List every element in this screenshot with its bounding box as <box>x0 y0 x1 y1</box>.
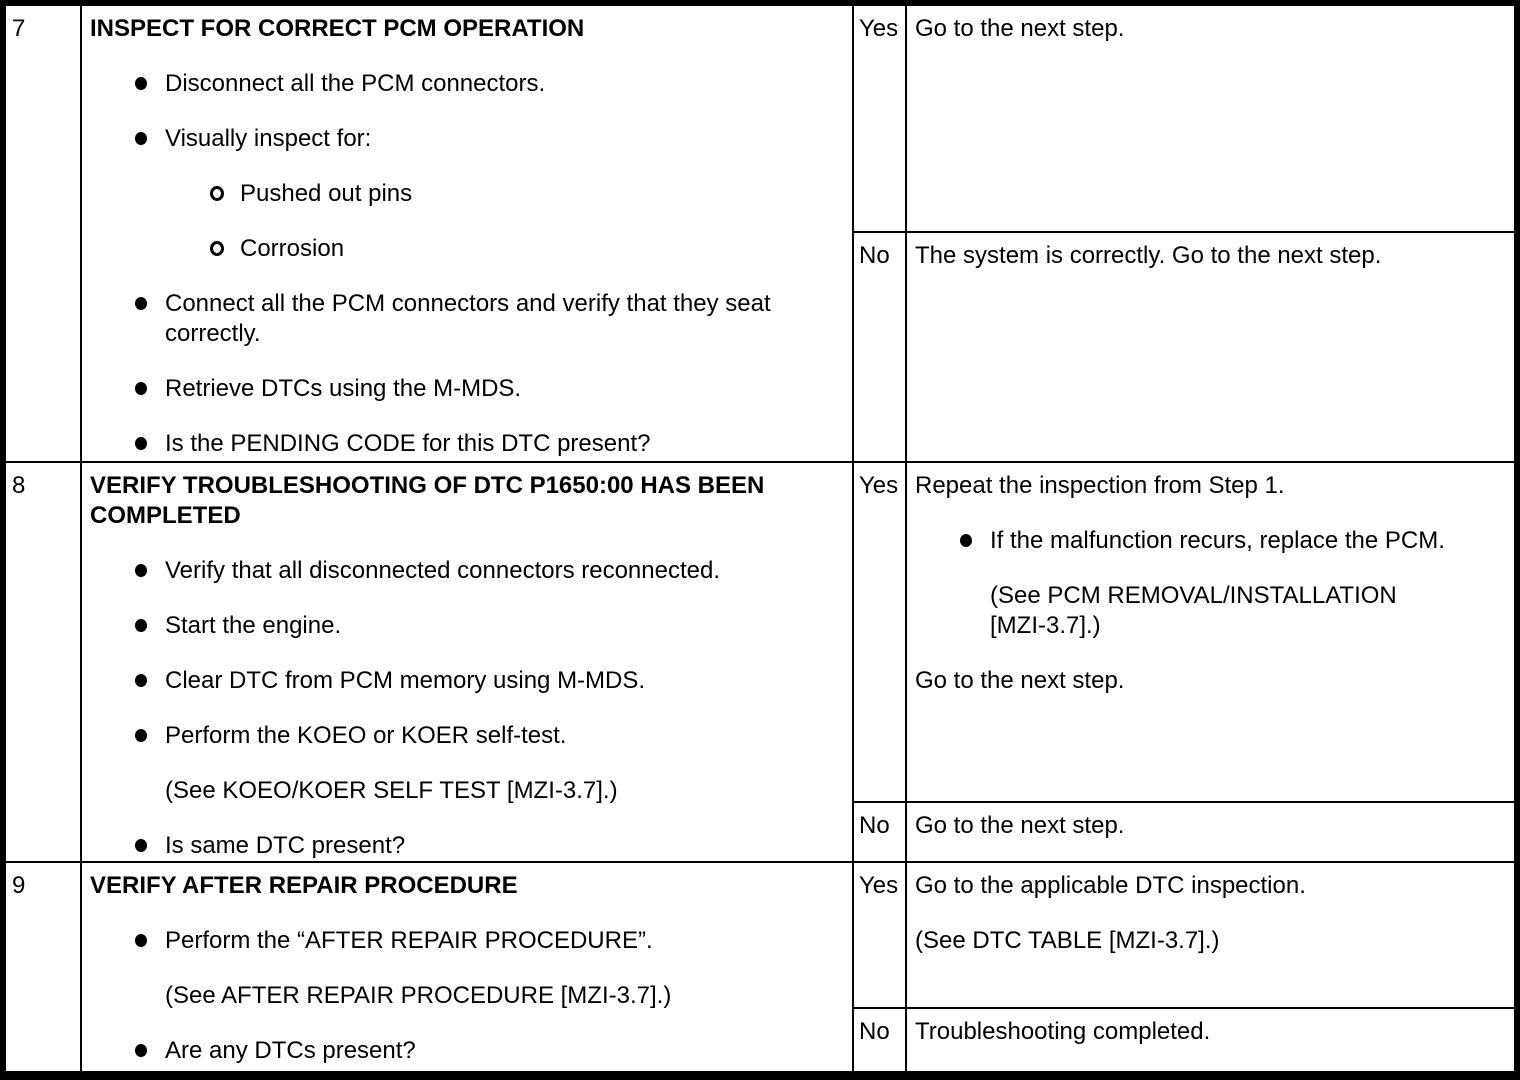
bullet-item: Connect all the PCM connectors and verif… <box>90 289 838 349</box>
bullet-dot-icon <box>135 564 147 577</box>
action-cell: Go to the applicable DTC inspection. (Se… <box>907 863 1514 1007</box>
see-reference-note: (See PCM REMOVAL/INSTALLATION [MZI-3.7].… <box>990 582 1397 639</box>
inspection-cell: INSPECT FOR CORRECT PCM OPERATION Discon… <box>82 6 854 461</box>
bullet-dot-icon <box>135 437 147 450</box>
no-subrow: No Troubleshooting completed. <box>854 1009 1514 1071</box>
actions-column: Yes Repeat the inspection from Step 1. I… <box>854 463 1514 861</box>
bullet-item: Visually inspect for: <box>90 124 838 154</box>
bullet-item: Perform the KOEO or KOER self-test. <box>90 721 838 751</box>
table-row-step-9: 9 VERIFY AFTER REPAIR PROCEDURE Perform … <box>6 863 1514 1071</box>
table-row-step-7: 7 INSPECT FOR CORRECT PCM OPERATION Disc… <box>6 6 1514 463</box>
no-label: No <box>854 233 907 461</box>
step-title: VERIFY TROUBLESHOOTING OF DTC P1650:00 H… <box>90 472 765 529</box>
yes-subrow: Yes Repeat the inspection from Step 1. I… <box>854 463 1514 803</box>
step-title: VERIFY AFTER REPAIR PROCEDURE <box>90 872 518 899</box>
bullet-item: Verify that all disconnected connectors … <box>90 556 838 586</box>
yes-subrow: Yes Go to the applicable DTC inspection.… <box>854 863 1514 1009</box>
bullet-text: Verify that all disconnected connectors … <box>165 557 720 584</box>
bullet-dot-icon <box>135 934 147 947</box>
see-reference-note: (See DTC TABLE [MZI-3.7].) <box>915 927 1220 954</box>
yes-label: Yes <box>854 6 907 231</box>
inspection-cell: VERIFY TROUBLESHOOTING OF DTC P1650:00 H… <box>82 463 854 861</box>
bullet-dot-icon <box>135 132 147 145</box>
bullet-item: If the malfunction recurs, replace the P… <box>915 526 1504 556</box>
step-number: 8 <box>6 463 82 861</box>
action-cell: Go to the next step. <box>907 6 1514 231</box>
bullet-dot-icon <box>960 534 972 547</box>
step-number: 9 <box>6 863 82 1071</box>
yes-label: Yes <box>854 863 907 1007</box>
sub-bullet-text: Pushed out pins <box>240 180 413 207</box>
bullet-item: Are any DTCs present? <box>90 1036 838 1066</box>
no-label: No <box>854 1009 907 1071</box>
actions-column: Yes Go to the applicable DTC inspection.… <box>854 863 1514 1071</box>
bullet-text: Clear DTC from PCM memory using M-MDS. <box>165 667 646 694</box>
bullet-text: Perform the “AFTER REPAIR PROCEDURE”. <box>165 927 653 954</box>
bullet-item: Disconnect all the PCM connectors. <box>90 69 838 99</box>
bullet-dot-icon <box>135 297 147 310</box>
bullet-dot-icon <box>135 729 147 742</box>
bullet-text: Start the engine. <box>165 612 342 639</box>
bullet-text: Are any DTCs present? <box>165 1037 416 1064</box>
action-cell: Repeat the inspection from Step 1. If th… <box>907 463 1514 801</box>
sub-bullet-circle-icon <box>210 186 224 201</box>
bullet-text: Connect all the PCM connectors and verif… <box>165 290 771 347</box>
bullet-dot-icon <box>135 1044 147 1057</box>
bullet-dot-icon <box>135 674 147 687</box>
action-text: Go to the next step. <box>915 15 1125 42</box>
bullet-item: Perform the “AFTER REPAIR PROCEDURE”. <box>90 926 838 956</box>
yes-subrow: Yes Go to the next step. <box>854 6 1514 233</box>
bullet-text: Is same DTC present? <box>165 832 406 859</box>
no-subrow: No Go to the next step. <box>854 803 1514 861</box>
action-cell: Go to the next step. <box>907 803 1514 861</box>
sub-bullet-circle-icon <box>210 241 224 256</box>
action-text: Go to the applicable DTC inspection. <box>915 872 1306 899</box>
bullet-text: Is the PENDING CODE for this DTC present… <box>165 430 651 457</box>
action-text: Repeat the inspection from Step 1. <box>915 472 1285 499</box>
action-text: Troubleshooting completed. <box>915 1018 1211 1045</box>
action-cell: Troubleshooting completed. <box>907 1009 1514 1071</box>
yes-label: Yes <box>854 463 907 801</box>
bullet-item: Start the engine. <box>90 611 838 641</box>
bullet-text: Disconnect all the PCM connectors. <box>165 70 546 97</box>
sub-bullet-item: Pushed out pins <box>90 179 838 209</box>
see-reference-note: (See AFTER REPAIR PROCEDURE [MZI-3.7].) <box>165 982 672 1009</box>
action-cell: The system is correctly. Go to the next … <box>907 233 1514 461</box>
bullet-dot-icon <box>135 839 147 852</box>
sub-bullet-item: Corrosion <box>90 234 838 264</box>
table-row-step-8: 8 VERIFY TROUBLESHOOTING OF DTC P1650:00… <box>6 463 1514 863</box>
action-text: Go to the next step. <box>915 812 1125 839</box>
bullet-dot-icon <box>135 619 147 632</box>
action-text: The system is correctly. Go to the next … <box>915 242 1382 269</box>
bullet-dot-icon <box>135 77 147 90</box>
no-label: No <box>854 803 907 861</box>
bullet-item: Retrieve DTCs using the M-MDS. <box>90 374 838 404</box>
bullet-text: Retrieve DTCs using the M-MDS. <box>165 375 522 402</box>
actions-column: Yes Go to the next step. No The system i… <box>854 6 1514 461</box>
sub-bullet-text: Corrosion <box>240 235 345 262</box>
step-title: INSPECT FOR CORRECT PCM OPERATION <box>90 15 585 42</box>
bullet-dot-icon <box>135 382 147 395</box>
bullet-item: Is same DTC present? <box>90 831 838 861</box>
inspection-cell: VERIFY AFTER REPAIR PROCEDURE Perform th… <box>82 863 854 1071</box>
bullet-text: Perform the KOEO or KOER self-test. <box>165 722 567 749</box>
bullet-text: If the malfunction recurs, replace the P… <box>990 527 1445 554</box>
no-subrow: No The system is correctly. Go to the ne… <box>854 233 1514 461</box>
bullet-item: Clear DTC from PCM memory using M-MDS. <box>90 666 838 696</box>
action-text: Go to the next step. <box>915 667 1125 694</box>
bullet-item: Is the PENDING CODE for this DTC present… <box>90 429 838 459</box>
step-number: 7 <box>6 6 82 461</box>
see-reference-note: (See KOEO/KOER SELF TEST [MZI-3.7].) <box>165 777 618 804</box>
bullet-text: Visually inspect for: <box>165 125 372 152</box>
